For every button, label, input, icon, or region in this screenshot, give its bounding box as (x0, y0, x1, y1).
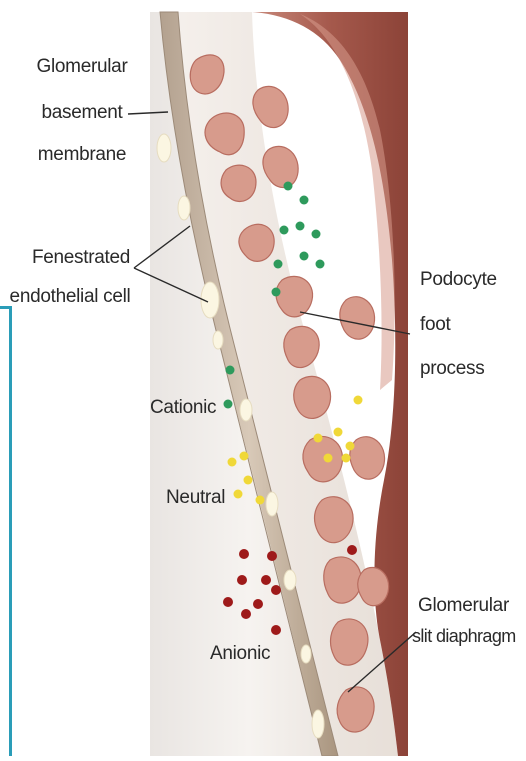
anionic-molecule (347, 545, 357, 555)
neutral-molecule (354, 396, 363, 405)
cationic-molecule (272, 288, 281, 297)
cationic-molecule (312, 230, 321, 239)
anionic-molecule (237, 575, 247, 585)
fenestrated-line-1: Fenestrated (0, 246, 140, 269)
cationic-molecule (300, 196, 309, 205)
label-glomerular-slit-diaphragm: Glomerular slit diaphragm (412, 594, 526, 648)
neutral-molecule (324, 454, 333, 463)
anionic-molecule (253, 599, 263, 609)
label-neutral: Neutral (166, 486, 225, 509)
anionic-molecule (267, 551, 277, 561)
cationic-molecule (226, 366, 235, 375)
neutral-molecule (228, 458, 237, 467)
slit-line-2: slit diaphragm (412, 625, 526, 648)
anionic-molecule (271, 585, 281, 595)
slit-line-1: Glomerular (412, 594, 526, 617)
cationic-molecule (274, 260, 283, 269)
label-podocyte-foot-process: Podocyte foot process (420, 268, 520, 380)
podocyte-line-1: Podocyte (420, 268, 520, 291)
gbm-line-3: membrane (26, 143, 138, 166)
podocyte-line-2: foot (420, 313, 520, 336)
cationic-molecule (224, 400, 233, 409)
gbm-line-1: Glomerular (26, 55, 138, 78)
neutral-molecule (234, 490, 243, 499)
neutral-molecule (240, 452, 249, 461)
cationic-molecule (316, 260, 325, 269)
podocyte-line-3: process (420, 357, 520, 380)
neutral-molecule (342, 454, 351, 463)
label-anionic: Anionic (210, 642, 270, 665)
label-fenestrated-endothelial-cell: Fenestrated endothelial cell (0, 246, 140, 308)
neutral-molecule (256, 496, 265, 505)
anionic-molecule (241, 609, 251, 619)
cationic-molecule (300, 252, 309, 261)
neutral-molecule (334, 428, 343, 437)
anionic-molecule (239, 549, 249, 559)
anionic-molecule (223, 597, 233, 607)
cationic-molecule (280, 226, 289, 235)
anionic-molecule (271, 625, 281, 635)
gbm-line-2: basement (26, 101, 138, 124)
fenestrated-line-2: endothelial cell (0, 285, 140, 308)
accent-bracket-line (0, 306, 12, 756)
neutral-molecule (244, 476, 253, 485)
cationic-molecule (284, 182, 293, 191)
cationic-molecule (296, 222, 305, 231)
label-cationic: Cationic (150, 396, 216, 419)
label-glomerular-basement-membrane: Glomerular basement membrane (26, 55, 138, 166)
anionic-molecule (261, 575, 271, 585)
neutral-molecule (314, 434, 323, 443)
neutral-molecule (346, 442, 355, 451)
